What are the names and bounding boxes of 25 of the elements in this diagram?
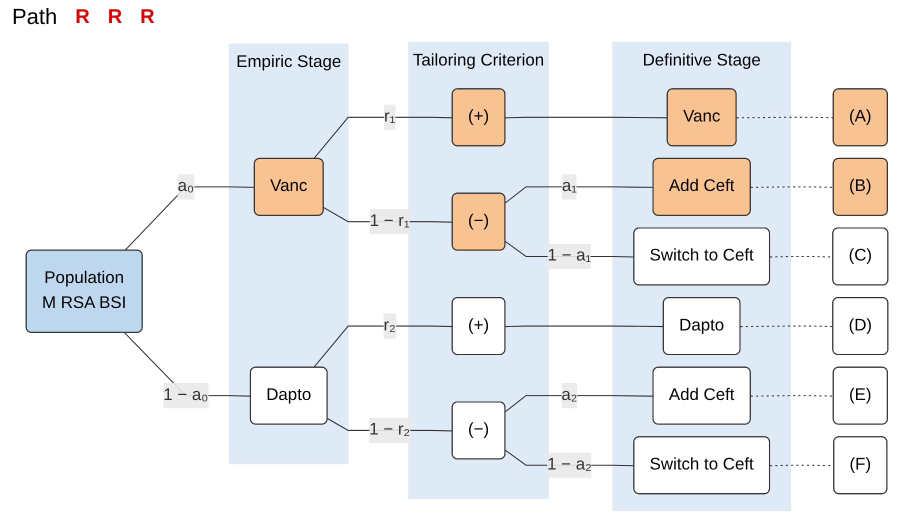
connector <box>750 395 834 397</box>
edge-label: 1 − a₁ <box>548 246 592 265</box>
connector <box>505 186 654 204</box>
edge-label: 1 − a₀ <box>163 386 208 404</box>
edge-label: r₁ <box>384 108 396 126</box>
connector <box>124 186 255 252</box>
connector <box>740 326 834 328</box>
connector <box>736 116 834 118</box>
edge-label: 1 − r₂ <box>369 420 410 439</box>
edge-label: r₂ <box>384 316 396 334</box>
edge-label: 1 − r₁ <box>370 212 410 230</box>
edge-label: 1 − a₂ <box>547 456 592 474</box>
edge-label: a₁ <box>562 177 577 196</box>
connector <box>505 395 654 412</box>
connector <box>505 116 668 118</box>
connector <box>505 326 664 328</box>
column-heading: Path <box>12 4 58 30</box>
randomization-mark: R <box>108 6 122 28</box>
connector <box>313 326 453 368</box>
randomization-mark: R <box>75 6 90 28</box>
edge-label: a₀ <box>178 177 194 196</box>
connector <box>313 116 453 160</box>
randomization-mark: R <box>140 6 155 28</box>
connector <box>750 186 834 188</box>
edge-label: a₂ <box>561 386 578 404</box>
